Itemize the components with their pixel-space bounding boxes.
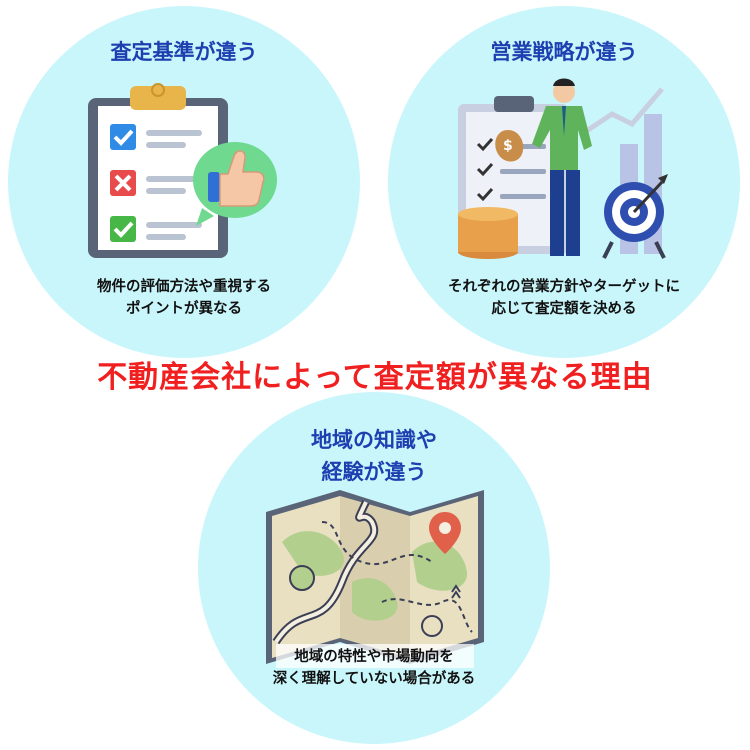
panel-heading-knowledge: 地域の知識や 経験が違う [198,424,550,488]
checklist-thumbs-up-icon [88,83,277,258]
panel-caption-knowledge: 地域の特性や市場動向を 深く理解していない場合がある [198,646,550,690]
panel-heading-strategy: 営業戦略が違う [490,40,638,64]
heading-line: 地域の知識や [311,428,437,452]
main-title: 不動産会社によって査定額が異なる理由 [97,360,653,395]
folded-map-icon [266,490,484,668]
businessman-target-icon: $ [458,78,668,259]
caption-line: 応じて査定額を決める [491,301,637,317]
svg-text:$: $ [503,138,513,154]
caption-line: 物件の評価方法や重視する [97,279,271,295]
panel-heading-criteria: 査定基準が違う [110,40,258,64]
panel-caption-criteria: 物件の評価方法や重視する ポイントが異なる [8,276,360,320]
panel-caption-strategy: それぞれの営業方針やターゲットに 応じて査定額を決める [388,276,740,320]
caption-line: 深く理解していない場合がある [272,671,476,687]
caption-line: 地域の特性や市場動向を [294,649,454,665]
caption-line: ポイントが異なる [126,301,242,317]
caption-line: それぞれの営業方針やターゲットに [448,279,680,295]
heading-line: 経験が違う [321,460,427,484]
